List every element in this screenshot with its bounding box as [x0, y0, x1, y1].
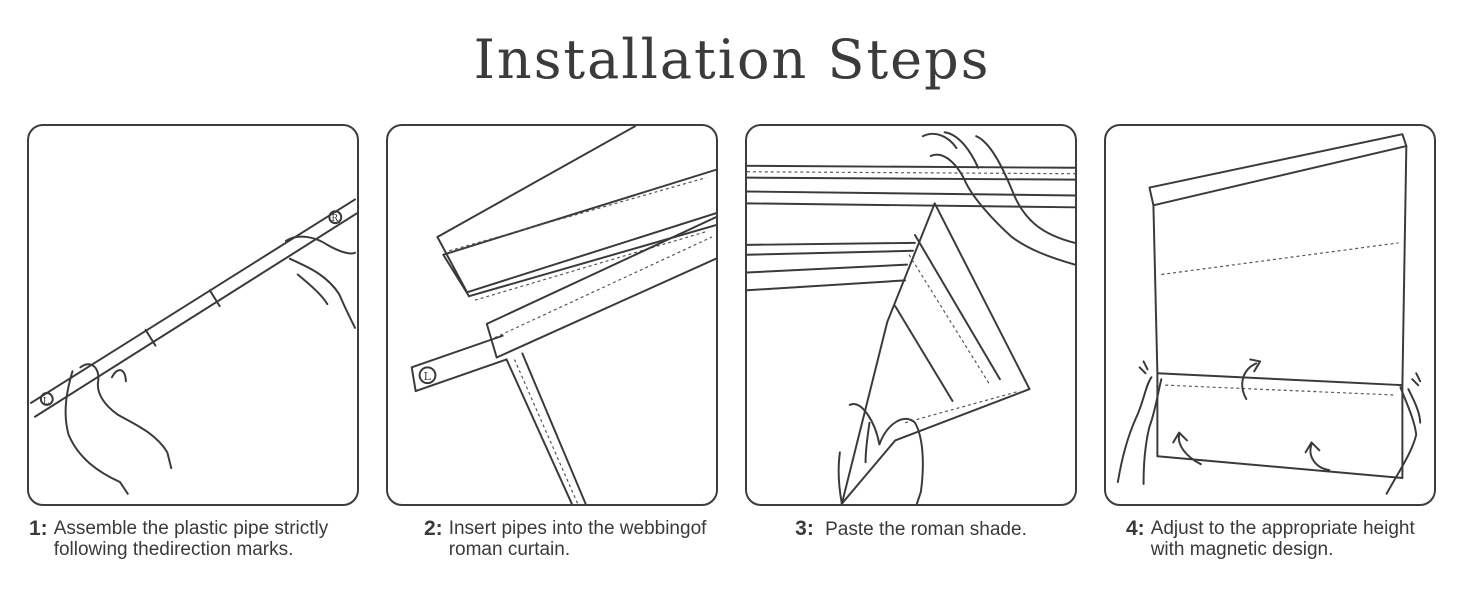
- step-number: 4:: [1126, 517, 1145, 540]
- step-text: Paste the roman shade.: [825, 519, 1027, 540]
- step-1-caption: 1: Assemble the plastic pipe strictly fo…: [29, 518, 369, 560]
- arrow-up-icon: [1172, 431, 1202, 466]
- direction-mark-r-icon: [328, 210, 343, 225]
- page-title: Installation Steps: [473, 28, 991, 91]
- mark-l: L: [43, 397, 49, 407]
- pipe-assembly-illustration: L R: [29, 198, 357, 495]
- step-text: Insert pipes into the webbingof roman cu…: [448, 518, 707, 560]
- step-3-panel: [745, 124, 1077, 506]
- step-number: 3:: [795, 517, 814, 540]
- direction-mark-l-icon: [418, 366, 437, 385]
- arrow-up-icon: [1241, 358, 1262, 400]
- paste-shade-illustration: [747, 131, 1075, 504]
- step-4-panel: [1104, 124, 1436, 506]
- step-number: 1:: [29, 517, 48, 540]
- step-2-panel: L: [386, 124, 718, 506]
- mark-r: R: [331, 214, 338, 224]
- step-text: Adjust to the appropriate height with ma…: [1150, 518, 1415, 560]
- pipe-insert-illustration: L: [410, 126, 716, 504]
- step-4-caption: 4: Adjust to the appropriate height with…: [1126, 518, 1446, 560]
- direction-mark-l-icon: [39, 392, 54, 406]
- step-3-caption: 3: Paste the roman shade.: [745, 518, 1077, 540]
- step-1-panel: L R: [27, 124, 359, 506]
- step-number: 2:: [424, 517, 443, 540]
- step-text: Assemble the plastic pipe strictly follo…: [53, 518, 329, 560]
- mark-l: L: [424, 370, 431, 383]
- adjust-height-illustration: [1116, 133, 1422, 495]
- arrow-up-icon: [1304, 441, 1331, 472]
- step-2-caption: 2: Insert pipes into the webbingof roman…: [424, 518, 724, 560]
